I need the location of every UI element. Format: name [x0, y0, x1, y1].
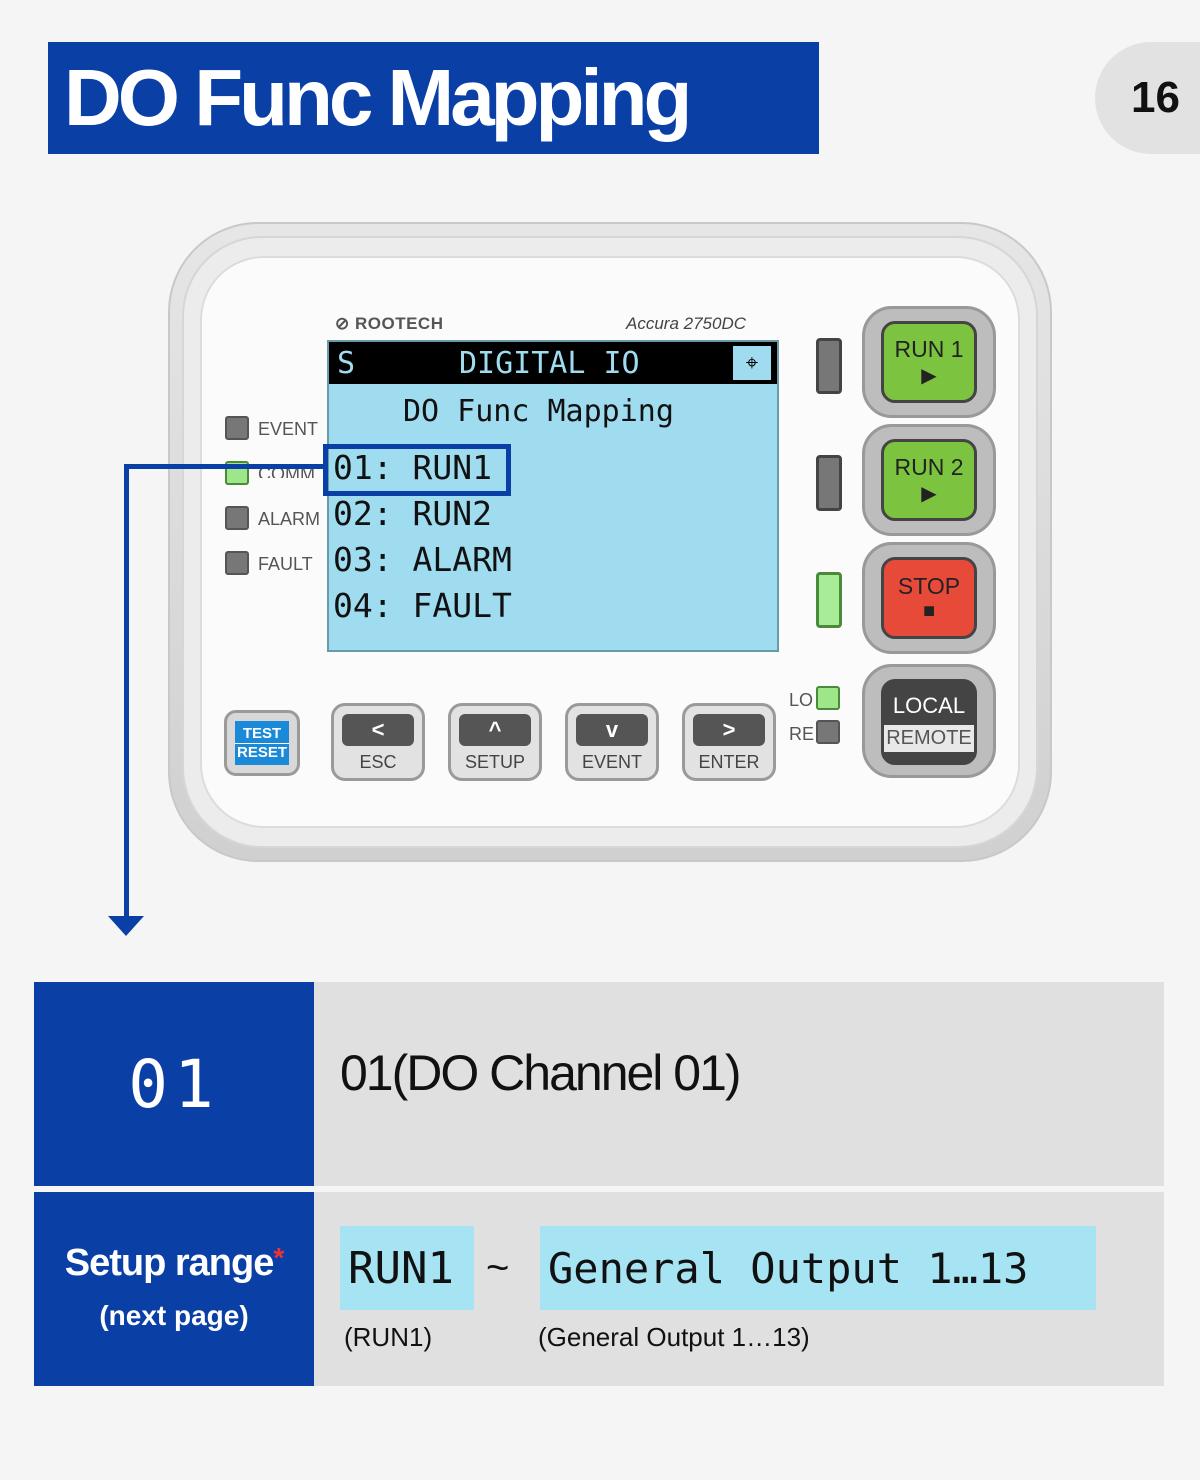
setup-range-value-cell: RUN1 ~ General Output 1…13 (RUN1) (Gener…	[314, 1192, 1164, 1386]
lcd-title: DIGITAL IO	[459, 346, 640, 381]
test-label: TEST	[242, 724, 282, 742]
chevron-right-icon: >	[693, 714, 765, 746]
lcd-line: 03: ALARM	[333, 540, 512, 579]
led-event	[225, 416, 249, 440]
remote-label: REMOTE	[884, 724, 974, 752]
lcd-screen: S DIGITAL IO ⌖ DO Func Mapping 01: RUN1 …	[327, 340, 779, 652]
lcd-line: 04: FAULT	[333, 586, 512, 625]
range-end-chip: General Output 1…13	[540, 1226, 1096, 1310]
crosshair-icon: ⌖	[733, 346, 771, 380]
run2-label: RUN 2	[894, 454, 964, 480]
stop-square-icon: ■	[922, 600, 936, 622]
run1-indicator	[816, 338, 842, 394]
range-separator: ~	[486, 1246, 510, 1290]
run1-label: RUN 1	[894, 336, 964, 362]
stop-label: STOP	[897, 573, 961, 599]
lcd-subtitle: DO Func Mapping	[403, 394, 674, 429]
lcd-header: S DIGITAL IO ⌖	[329, 342, 777, 384]
lo-led	[816, 686, 840, 710]
connector-line	[124, 464, 328, 469]
run2-indicator	[816, 455, 842, 511]
test-reset-button[interactable]: TEST RESET	[224, 710, 300, 776]
chevron-up-icon: ^	[459, 714, 531, 746]
re-led	[816, 720, 840, 744]
led-label: ALARM	[258, 509, 321, 529]
run2-button[interactable]: RUN 2 ▶	[862, 424, 996, 536]
lo-label: LO	[789, 690, 814, 710]
test-reset-cap: TEST RESET	[235, 721, 289, 765]
led-fault	[225, 551, 249, 575]
local-remote-face: LOCAL REMOTE	[881, 679, 977, 765]
setup-range-cell: Setup range* (next page)	[34, 1192, 314, 1386]
chevron-left-icon: <	[342, 714, 414, 746]
stop-button-face: STOP ■	[881, 557, 977, 639]
setup-button[interactable]: ^ SETUP	[448, 703, 542, 781]
event-button[interactable]: v EVENT	[565, 703, 659, 781]
enter-button[interactable]: > ENTER	[682, 703, 776, 781]
stop-button[interactable]: STOP ■	[862, 542, 996, 654]
connector-line	[124, 464, 129, 922]
page-title-box: DO Func Mapping	[48, 42, 819, 154]
setup-range-label: Setup range*	[64, 1242, 285, 1284]
event-label: EVENT	[581, 752, 642, 772]
range-end-note: (General Output 1…13)	[538, 1322, 810, 1352]
setup-label: SETUP	[464, 752, 525, 772]
local-label: LOCAL	[892, 692, 966, 718]
enter-label: ENTER	[698, 752, 760, 772]
range-start-chip: RUN1	[340, 1226, 474, 1310]
esc-button[interactable]: < ESC	[331, 703, 425, 781]
run2-button-face: RUN 2 ▶	[881, 439, 977, 521]
run1-button[interactable]: RUN 1 ▶	[862, 306, 996, 418]
esc-label: ESC	[359, 752, 397, 772]
setup-range-note: (next page)	[99, 1300, 249, 1331]
brand-logo: ⊘ ROOTECH	[335, 314, 444, 333]
reset-label: RESET	[235, 742, 289, 761]
led-label: EVENT	[258, 419, 319, 439]
code-cell: 01	[34, 982, 314, 1186]
code-description: 01(DO Channel 01)	[340, 1045, 742, 1101]
page-number: 16	[1095, 42, 1200, 154]
code-value: 01	[128, 1045, 220, 1123]
play-icon: ▶	[921, 365, 937, 387]
selection-highlight	[323, 444, 511, 496]
lcd-mode: S	[337, 346, 356, 381]
chevron-down-icon: v	[576, 714, 648, 746]
stop-indicator	[816, 572, 842, 628]
local-remote-button[interactable]: LOCAL REMOTE	[862, 664, 996, 778]
lcd-line: 01: RUN1	[333, 448, 492, 487]
description-cell: 01(DO Channel 01)	[314, 982, 1164, 1186]
led-alarm	[225, 506, 249, 530]
led-label: FAULT	[258, 554, 313, 574]
play-icon: ▶	[921, 483, 937, 505]
re-label: RE	[789, 724, 815, 744]
lcd-line: 02: RUN2	[333, 494, 492, 533]
range-start-note: (RUN1)	[344, 1322, 433, 1352]
model-label: Accura 2750DC	[626, 314, 747, 333]
page-title: DO Func Mapping	[64, 53, 692, 142]
run1-button-face: RUN 1 ▶	[881, 321, 977, 403]
arrow-down-icon	[108, 916, 144, 936]
